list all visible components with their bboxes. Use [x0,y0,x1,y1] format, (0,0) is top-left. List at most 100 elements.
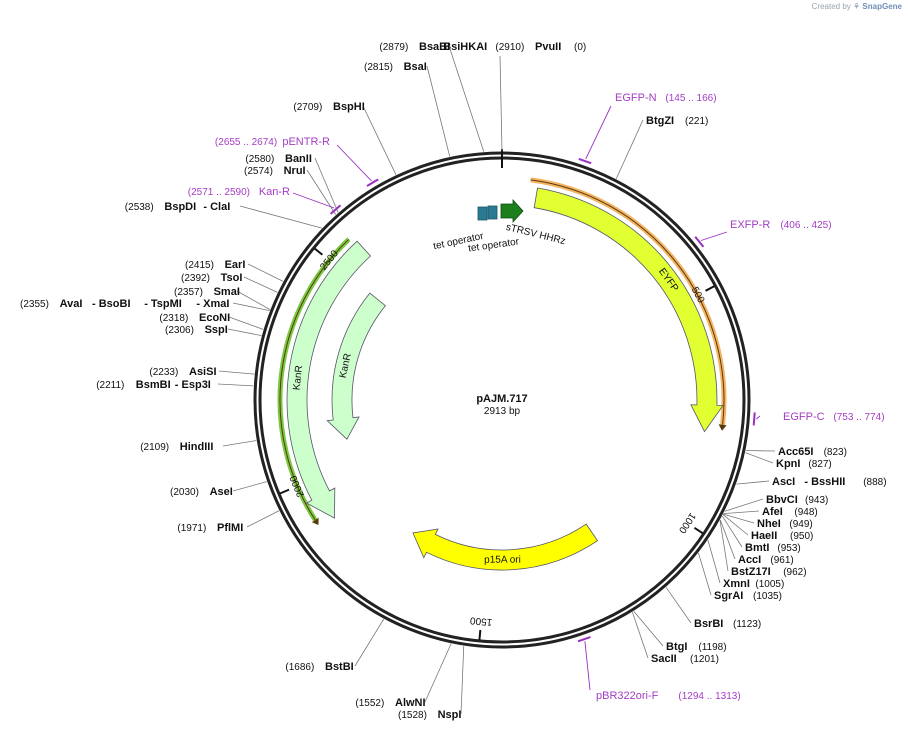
enzyme-position: (0) [574,42,586,53]
primer-name: pENTR-R [282,136,330,148]
primer-site: pBR322ori-F(1294 .. 1313) [577,636,741,702]
primer-leader-line [336,144,372,182]
enzyme-name: NspI [438,709,462,721]
enzyme-leader-line [448,45,485,152]
enzyme-site: SacII(1201) [632,612,719,665]
enzyme-position: (950) [790,531,813,542]
ruler-tick-mark [693,526,704,535]
enzyme-name: NheI [757,518,781,530]
enzyme-site: (2357)SmaI [174,286,271,310]
enzyme-position: (827) [808,459,831,470]
ruler-tick-mark [705,285,715,292]
enzyme-name: AlwNI [395,697,426,709]
enzyme-leader-line [354,618,385,667]
enzyme-name: Acc65I [778,446,813,458]
ruler-tick-label: 1000 [676,510,698,535]
enzyme-sites: BsiHKAI(2910)PvuII(0)(2879)BsaBI(2815)Bs… [20,41,887,721]
enzyme-site: BstZ17I(962) [719,520,807,578]
enzyme-name: XmnI [723,578,750,590]
enzyme-leader-line [460,646,465,715]
feature-arrow [533,187,724,433]
enzyme-leader-line [707,539,721,584]
enzyme-position: (2815) [364,62,393,73]
primer-leader-line [585,105,612,160]
enzyme-site: (2109)HindIII [140,440,257,453]
primer-name: EGFP-C [783,411,825,423]
primer-site: Kan-R(2571 .. 2590) [188,186,342,215]
enzyme-name: BstZ17I [731,566,771,578]
enzyme-position: (1035) [753,591,782,602]
feature-ruler-arrowhead [718,424,727,431]
enzyme-name: - TspMI [144,298,182,310]
feature-label: p15A ori [484,555,521,566]
enzyme-name: EarI [225,259,246,271]
enzyme-site: (2306)SspI [165,324,262,337]
primer-name: EXFP-R [730,219,770,231]
enzyme-name: BtgZI [646,115,674,127]
enzyme-site: BbvCI(943) [724,494,828,512]
primer-leader-line [584,641,591,691]
map-center: pAJM.717 2913 bp [476,393,527,417]
enzyme-leader-line [722,514,749,536]
feature-ruler-arrowhead [311,517,319,525]
enzyme-name: BspDI [164,201,196,213]
enzyme-site: AscI- BssHII(888) [736,476,887,488]
enzyme-name: BspHI [333,101,365,113]
ruler-tick-label: 1500 [469,614,493,627]
enzyme-position: (961) [770,555,793,566]
enzyme-leader-line [424,643,452,703]
enzyme-leader-line [232,481,267,492]
enzyme-position: (1971) [177,523,206,534]
enzyme-position: (2306) [165,325,194,336]
enzyme-leader-line [227,328,262,337]
enzyme-site: (2318)EcoNI [159,312,264,330]
enzyme-site: (2211)BsmBI- Esp3I [96,379,254,391]
enzyme-name: - XmaI [196,298,229,310]
enzyme-name: BsaBI [419,41,450,53]
credit-brand: SnapGene [862,2,902,11]
enzyme-name: NruI [284,165,306,177]
enzyme-position: (2879) [379,42,408,53]
feature-ruler-line [279,238,350,521]
enzyme-site: (2030)AseI [170,481,267,498]
primer-site: EXFP-R(406 .. 425) [694,219,832,248]
enzyme-position: (953) [777,543,800,554]
enzyme-site: (2233)AsiSI [149,366,255,378]
enzyme-name: HindIII [180,441,214,453]
snapgene-leaf-icon: ⚘ [853,2,861,11]
tet-operator-box-2 [487,205,498,220]
enzyme-site: (2815)BsaI [364,61,451,157]
plasmid-size: 2913 bp [484,406,521,417]
enzyme-site: (1971)PflMI [177,510,280,534]
primer-range: (2655 .. 2674) [215,137,277,148]
enzyme-site: BtgZI(221) [615,115,708,179]
enzyme-leader-line [232,302,270,311]
enzyme-leader-line [723,510,760,515]
enzyme-leader-line [721,515,743,548]
primer-name: EGFP-N [615,92,657,104]
enzyme-name: BbvCI [766,494,798,506]
feature-ruler-line [530,179,725,425]
enzyme-name: BanII [285,153,312,165]
tet-operator-box-1 [477,206,488,221]
enzyme-leader-line [222,440,257,447]
primer-leader-line [292,192,335,209]
enzyme-site: XmnI(1005) [707,539,784,590]
enzyme-position: (2538) [125,202,154,213]
feature-label: KanR [338,352,354,379]
primer-sites: EGFP-N (145 .. 166) EXFP-R(406 .. 425) EGFP… [188,92,885,702]
enzyme-site: AccI(961) [719,519,794,566]
enzyme-position: (949) [789,519,812,530]
enzyme-leader-line [236,290,271,310]
enzyme-name: AscI [772,476,795,488]
enzyme-name: AseI [210,486,233,498]
enzyme-position: (2709) [293,102,322,113]
primer-binding-mark [694,236,705,248]
enzyme-leader-line [724,498,764,512]
enzyme-name: BmtI [745,542,769,554]
enzyme-name: - BssHII [804,476,845,488]
enzyme-leader-line [698,552,712,596]
enzyme-position: (2910) [495,42,524,53]
enzyme-site: (2879) BsaBI [379,41,485,152]
primer-range: (145 .. 166) [665,93,716,104]
